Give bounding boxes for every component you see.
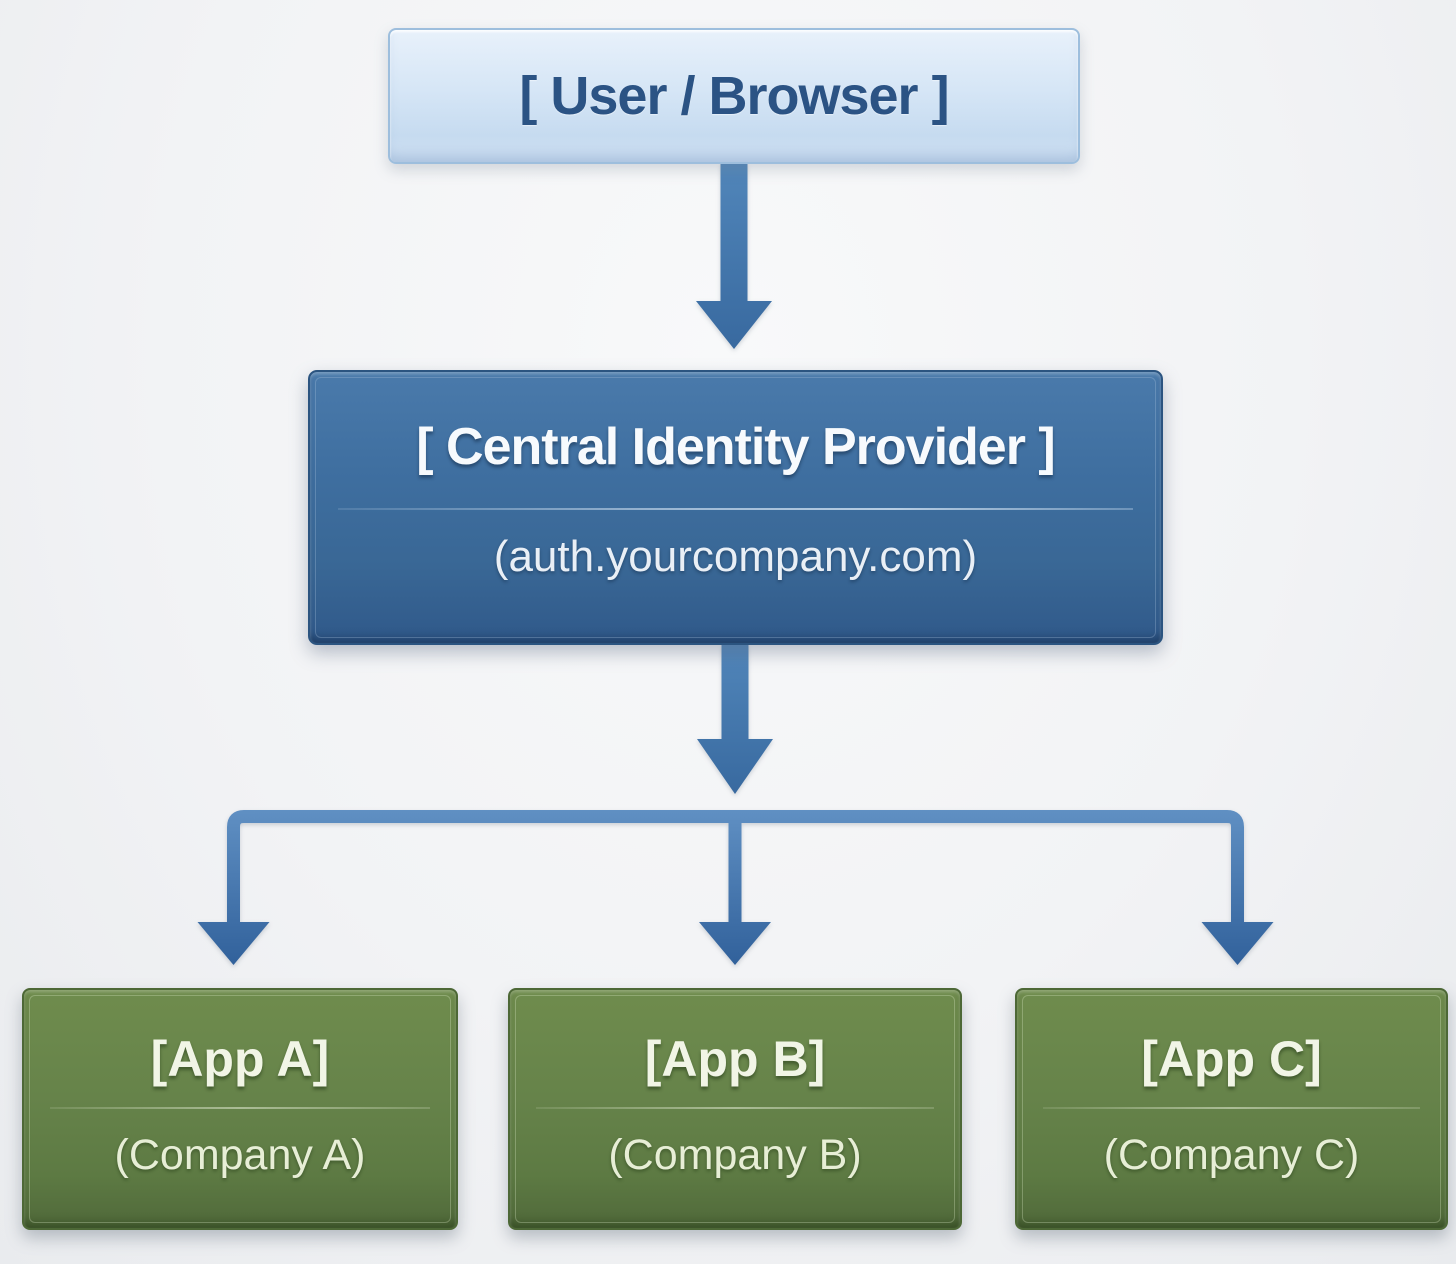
identity-provider-node: [ Central Identity Provider ] (auth.your… — [308, 370, 1163, 645]
down-arrowhead-icon — [197, 922, 270, 965]
divider-line — [338, 508, 1133, 510]
arrow-user-to-idp — [696, 163, 772, 349]
identity-provider-title: [ Central Identity Provider ] — [416, 418, 1055, 476]
app-a-node: [App A] (Company A) — [22, 988, 458, 1230]
down-arrowhead-icon — [699, 922, 771, 965]
down-arrowhead-icon — [697, 739, 773, 794]
divider-line — [1043, 1107, 1420, 1109]
inner-border-line — [29, 995, 451, 1223]
app-c-node: [App C] (Company C) — [1015, 988, 1448, 1230]
app-a-subtitle: (Company A) — [114, 1131, 366, 1179]
divider-line — [536, 1107, 934, 1109]
user-browser-node: [ User / Browser ] — [388, 28, 1080, 164]
inner-border-line — [1022, 995, 1441, 1223]
down-arrowhead-icon — [1201, 922, 1274, 965]
inner-border-line — [515, 995, 955, 1223]
app-a-title: [App A] — [150, 1031, 330, 1087]
app-b-node: [App B] (Company B) — [508, 988, 962, 1230]
identity-provider-subtitle: (auth.yourcompany.com) — [493, 532, 978, 581]
down-arrowhead-icon — [696, 301, 772, 349]
app-c-title: [App C] — [1141, 1031, 1322, 1087]
app-c-subtitle: (Company C) — [1103, 1131, 1360, 1179]
user-browser-label: [ User / Browser ] — [519, 66, 949, 126]
divider-line — [50, 1107, 430, 1109]
arrow-idp-to-branch — [697, 645, 773, 794]
app-b-title: [App B] — [644, 1031, 826, 1087]
branch-connector — [197, 810, 1274, 965]
app-b-subtitle: (Company B) — [608, 1131, 862, 1179]
